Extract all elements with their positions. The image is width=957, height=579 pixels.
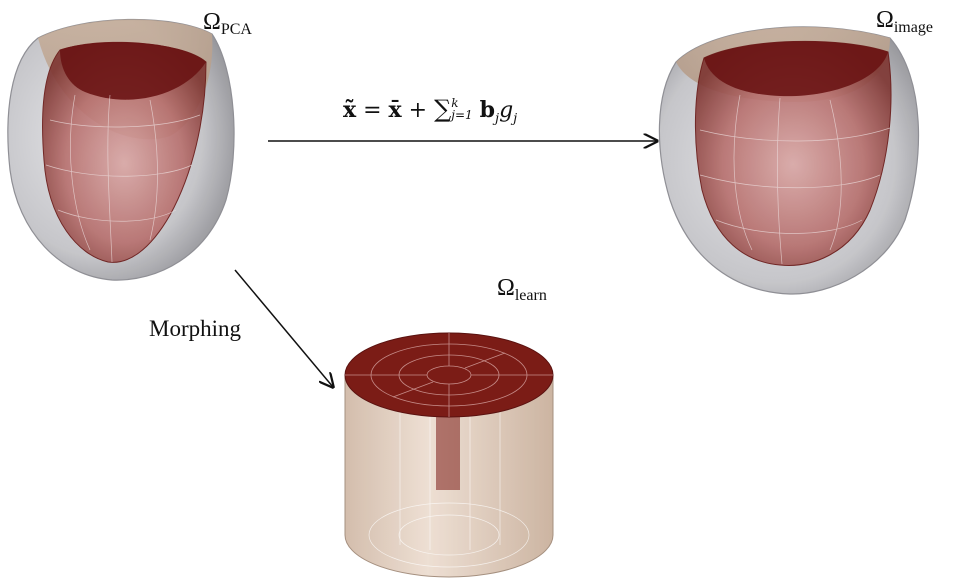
omega-subscript: learn [514,287,547,304]
formula-x-bar: x̄ [388,97,402,123]
image-cavity-opening [704,41,888,97]
image-mesh-lines [699,94,891,265]
formula-b-sub: j [495,111,500,127]
heart-image-shape [658,26,920,295]
omega-subscript: PCA [220,21,252,38]
omega-subscript: image [893,19,933,36]
arrow-pca-to-learn [234,269,333,387]
heart-pca-shape [7,18,235,281]
label-omega-pca: ΩPCA [203,10,252,38]
label-omega-learn: Ωlearn [497,276,547,304]
formula-g: g [499,98,514,123]
formula-lower-limit: j=1 [451,108,473,122]
formula-x-tilde: x̃ [343,97,357,123]
pca-cavity-opening [60,41,206,100]
cylinder-learn-shape [344,332,554,578]
omega-symbol: Ω [203,9,221,35]
formula-plus: + [401,98,435,123]
cylinder-top-grid [345,333,553,417]
formula-upper-limit: k [451,96,459,110]
omega-symbol: Ω [876,7,894,33]
label-omega-image: Ωimage [876,8,933,36]
cylinder-inner-lines [368,400,530,568]
omega-symbol: Ω [497,275,515,301]
formula-equals: = [356,98,389,123]
label-morphing: Morphing [149,316,241,341]
formula-b: b [479,97,496,123]
pca-mesh-lines [45,94,201,263]
formula-sum: ∑ [434,95,452,123]
formula-g-sub: j [513,111,518,127]
